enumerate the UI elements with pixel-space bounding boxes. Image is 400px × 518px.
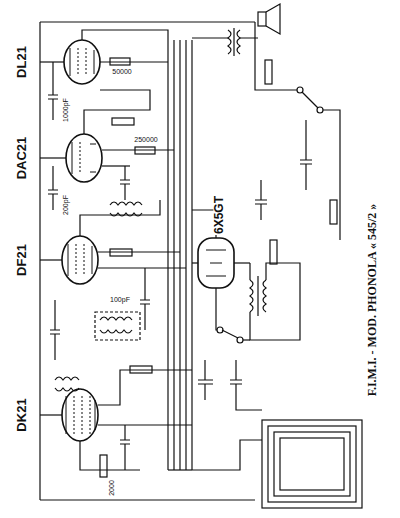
resistor-symbols <box>100 58 337 477</box>
power-circuit <box>198 22 340 400</box>
bus-wires <box>40 22 255 500</box>
tube-electrodes <box>66 48 226 434</box>
loop-antenna <box>192 360 362 508</box>
component-value: 100pF <box>109 296 131 304</box>
component-value: 250000 <box>133 136 158 144</box>
tube-label: DF21 <box>15 243 29 277</box>
component-value: 200pF <box>62 194 70 216</box>
tube-label: DL21 <box>15 45 29 79</box>
component-value: 1000pF <box>62 97 70 123</box>
tube-symbols <box>62 40 234 441</box>
speaker-symbol <box>192 4 280 38</box>
schematic-title: F.I.M.I. - MOD. PHONOLA « 545/2 » <box>365 202 380 399</box>
component-value: 50000 <box>111 68 132 76</box>
component-value: 2000 <box>108 479 116 497</box>
signal-wires <box>40 30 250 470</box>
tube-label: DAC21 <box>15 136 29 181</box>
tube-label: DK21 <box>15 397 29 432</box>
coil-symbols <box>55 28 300 391</box>
capacitor-symbols <box>48 62 312 470</box>
tube-label: 6X5GT <box>213 195 226 235</box>
